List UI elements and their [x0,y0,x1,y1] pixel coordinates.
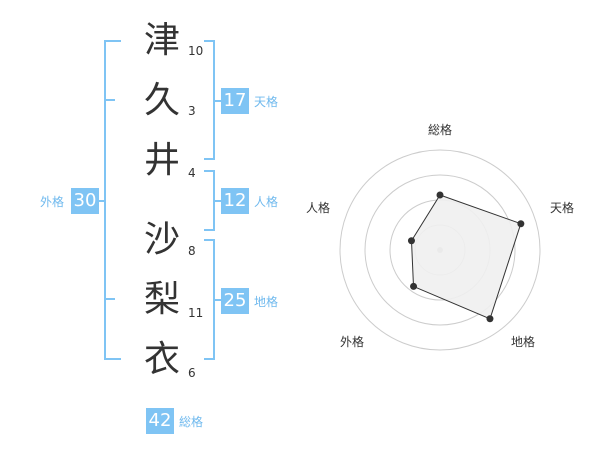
radar-area [410,194,522,320]
gaikaku-value-badge: 30 [71,188,99,214]
soukaku-value-badge: 42 [146,408,174,434]
radar-axis-label-soukaku: 総格 [428,123,453,137]
name-char-1: 津 [143,20,180,61]
radar-point-4 [410,282,418,290]
radar-point-1 [436,191,444,199]
tenkaku-value-badge: 17 [221,88,249,114]
radar-axis-label-chikaku: 地格 [511,335,536,349]
stroke-count-3: 4 [188,166,196,180]
jinkaku-label: 人格 [254,195,279,209]
radar-axis-label-tenkaku: 天格 [550,201,575,215]
chikaku-label: 地格 [254,295,279,309]
radar-ring-3 [364,174,516,326]
soukaku-label: 総格 [179,415,204,429]
jinkaku-value-badge: 12 [221,188,249,214]
chikaku-value-badge: 25 [221,288,249,314]
tenkaku-label: 天格 [254,95,279,109]
name-char-5: 梨 [143,279,180,320]
stroke-count-5: 11 [188,306,204,320]
radar-point-2 [517,220,525,228]
stroke-count-4: 8 [188,244,196,258]
gaikaku-label: 外格 [40,195,65,209]
radar-point-5 [407,237,415,245]
name-char-3: 井 [143,140,180,181]
radar-ring-4 [339,149,541,351]
stroke-count-1: 10 [188,44,204,58]
stroke-count-2: 3 [188,104,196,118]
radar-point-3 [486,315,494,323]
name-char-2: 久 [143,80,180,121]
name-char-6: 衣 [143,339,180,380]
radar-axis-label-jinkaku: 人格 [306,201,331,215]
stroke-count-6: 6 [188,366,196,380]
name-char-4: 沙 [143,219,180,260]
radar-axis-label-gaikaku: 外格 [340,335,365,349]
